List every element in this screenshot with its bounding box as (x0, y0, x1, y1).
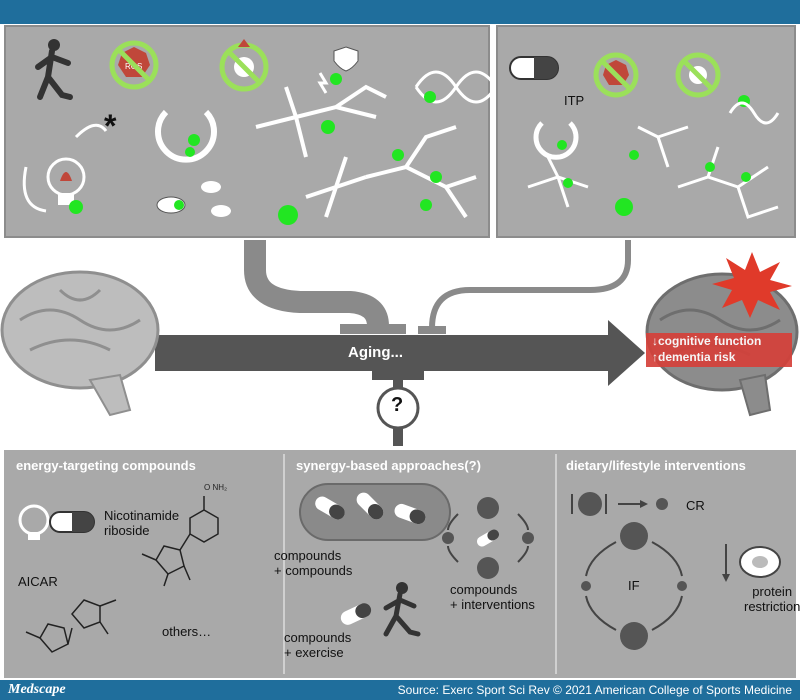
dna-icon (728, 101, 780, 125)
interventions-panel: O NH₂ (4, 450, 800, 678)
compound-mechanisms-illustration (509, 52, 780, 219)
outcome-box: ↓cognitive function ↑dementia risk (646, 333, 792, 367)
asterisk-icon: * (104, 108, 117, 144)
interventions-illustration: O NH₂ (18, 454, 781, 674)
runner-icon (383, 582, 421, 637)
aging-label: Aging... (348, 344, 403, 361)
synergy-header: synergy-based approaches(?) (296, 458, 481, 473)
exercise-mechanisms-illustration: ROS * (22, 39, 498, 225)
cr-label: CR (686, 498, 705, 513)
exercise-mechanisms-panel: ROS * (4, 25, 498, 238)
exercise-inhibition-bar (340, 324, 406, 334)
ros-blocked-icon: ROS (109, 40, 159, 90)
aging-arrow-shaft (155, 335, 610, 371)
neuron-icon (255, 84, 477, 219)
dna-icon (414, 70, 498, 104)
footer-bar: Medscape Source: Exerc Sport Sci Rev © 2… (0, 680, 800, 700)
nicotinamide-riboside-structure (141, 496, 219, 587)
aging-arrow-head (608, 320, 645, 386)
mitochondria-small-icon (156, 181, 231, 217)
mitochondria-icon (533, 121, 579, 160)
meal-cycle-icon (442, 497, 534, 579)
svg-text:O NH₂: O NH₂ (204, 483, 227, 492)
itp-label: ITP (564, 93, 585, 108)
outcome-cognitive: ↓cognitive function (652, 334, 762, 348)
lightbulb-pill-icon (18, 504, 95, 540)
protein-restriction-icon (722, 544, 781, 582)
shield-icon (317, 46, 359, 94)
pill-icon (509, 56, 559, 80)
ros-blocked-icon (593, 52, 639, 98)
pill-icon (340, 603, 372, 625)
if-label: IF (628, 578, 640, 593)
aicar-structure (25, 599, 117, 653)
dietary-header: dietary/lifestyle interventions (566, 458, 746, 473)
inflammation-blocked-icon (675, 52, 750, 107)
compounds-exercise-label: compounds + exercise (284, 630, 352, 660)
healthy-brain-icon (0, 270, 160, 417)
intermittent-fasting-cycle-icon (581, 522, 687, 650)
compounds-interventions-label: compounds + interventions (450, 582, 535, 612)
combined-pills-icon (299, 483, 451, 541)
lightbulb-icon (22, 123, 108, 214)
energy-header: energy-targeting compounds (16, 458, 196, 473)
others-label: others… (162, 624, 212, 639)
runner-icon (35, 39, 73, 100)
outcome-dementia: ↑dementia risk (652, 350, 736, 364)
nicotinamide-riboside-label: Nicotinamide riboside (104, 508, 180, 538)
neuron-icon (527, 125, 779, 219)
mitochondria-icon (155, 109, 217, 163)
source-credit: Source: Exerc Sport Sci Rev © 2021 Ameri… (397, 683, 792, 697)
top-banner (0, 0, 800, 24)
aicar-label: AICAR (18, 574, 58, 589)
compound-mechanisms-panel: ITP (496, 25, 796, 238)
inflammation-blocked-icon (219, 39, 269, 92)
damage-burst-icon (712, 252, 792, 318)
compounds-compounds-label: compounds + compounds (274, 548, 353, 578)
exercise-inhibition-connector (244, 240, 389, 327)
unknown-inhibition-bar (372, 370, 424, 380)
calorie-restriction-icon (571, 492, 668, 516)
protein-restriction-label: protein restriction (744, 584, 800, 614)
question-mark: ? (391, 394, 404, 416)
compound-inhibition-bar (418, 326, 446, 334)
brand-logo: Medscape (8, 682, 66, 697)
compound-inhibition-connector (429, 240, 631, 329)
